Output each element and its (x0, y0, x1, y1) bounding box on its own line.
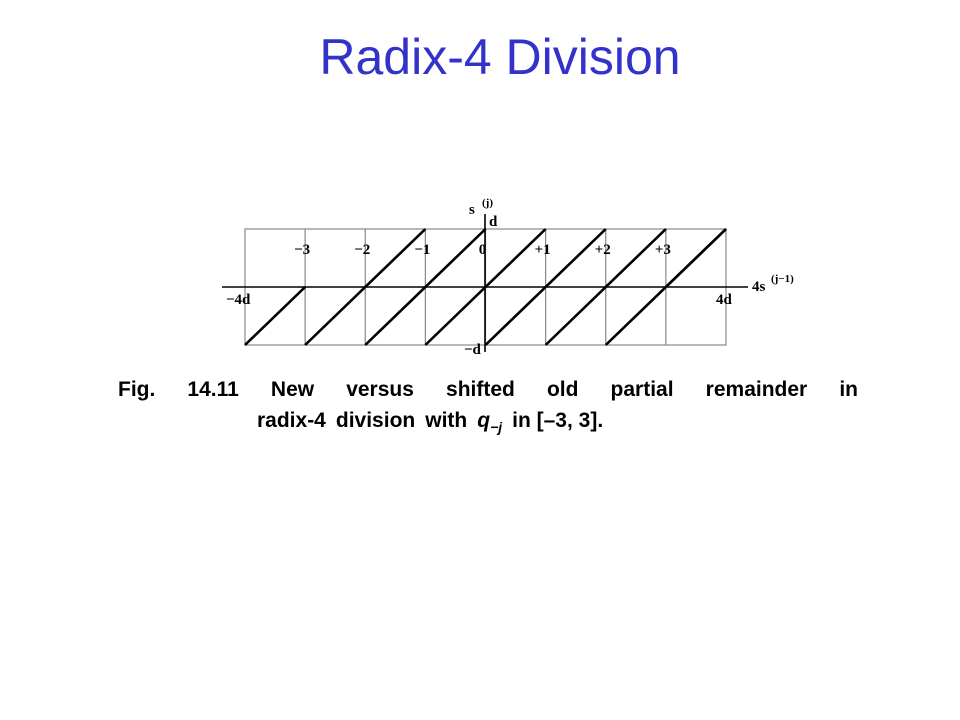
page-title: Radix-4 Division (319, 29, 681, 85)
caption-word: New (270, 378, 315, 401)
caption-suffix: in [–3, 3]. (512, 409, 604, 432)
quotient-digit-label: −3 (294, 242, 310, 258)
caption-word: old (546, 378, 579, 401)
caption-line-1: Fig. 14.11 New versus shifted old partial remai… (118, 374, 858, 405)
caption-word: partial (610, 378, 674, 401)
diagonal-segment (244, 286, 307, 346)
caption-variable: q (477, 409, 491, 432)
caption-word: Fig. (118, 378, 156, 401)
caption-word: with (425, 409, 468, 432)
caption-word: shifted (446, 378, 515, 401)
x-right-label: 4d (716, 292, 733, 308)
quotient-digit-label: +2 (595, 242, 611, 258)
figure-caption: Fig. 14.11 New versus shifted old partial remai… (118, 374, 858, 443)
caption-word: division (335, 409, 416, 432)
caption-word: remainder (705, 378, 808, 401)
y-axis-superscript: (j) (482, 197, 493, 209)
y-axis-label: s (469, 202, 475, 218)
diagonal-segment (664, 228, 727, 288)
caption-word: radix-4 (257, 409, 326, 432)
x-axis-label: 4s (752, 279, 766, 295)
quotient-digit-label: −1 (414, 242, 430, 258)
quotient-digit-label: 0 (479, 242, 487, 258)
x-axis-superscript: (j−1) (771, 273, 794, 285)
y-bottom-label: −d (464, 342, 482, 358)
quotient-digit-label: +1 (535, 242, 551, 258)
caption-word: in (839, 378, 858, 401)
y-top-label: d (489, 214, 498, 230)
caption-variable-subscript: −j (490, 419, 503, 435)
caption-word: versus (346, 378, 414, 401)
x-left-label: −4d (226, 292, 251, 308)
quotient-digit-label: −2 (354, 242, 370, 258)
quotient-digit-label: +3 (655, 242, 671, 258)
caption-word: 14.11 (187, 378, 239, 401)
